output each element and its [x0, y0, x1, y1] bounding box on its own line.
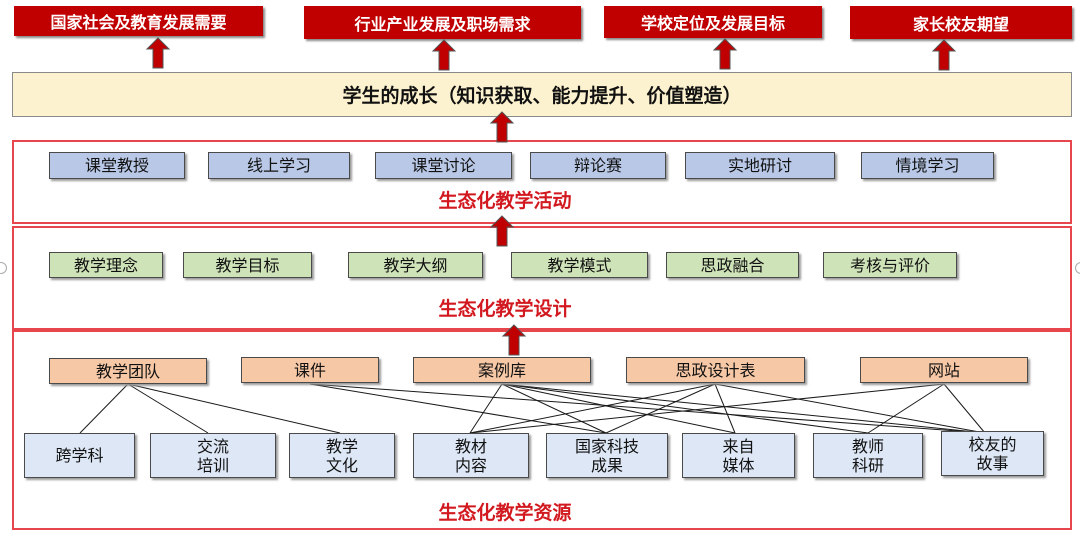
design-section	[12, 226, 1072, 330]
activity-label: 课堂讨论	[411, 156, 476, 175]
sub-resource-box: 教材内容	[413, 433, 529, 478]
resource-label: 课件	[293, 360, 326, 380]
student-growth-band: 学生的成长（知识获取、能力提升、价值塑造）	[12, 72, 1072, 117]
activity-box: 线上学习	[208, 152, 350, 179]
design-label: 教学目标	[215, 255, 280, 275]
growth-label: 学生的成长（知识获取、能力提升、价值塑造）	[342, 85, 742, 107]
resource-label: 教学团队	[95, 361, 160, 381]
design-label: 思政融合	[700, 255, 765, 275]
activity-box: 情境学习	[861, 152, 994, 179]
resources-title: 生态化教学资源	[438, 502, 572, 524]
design-label: 考核与评价	[849, 255, 930, 275]
sub-resource-line1: 校友的	[968, 434, 1017, 454]
resource-box: 思政设计表	[626, 357, 805, 383]
sub-resource-box: 交流培训	[150, 433, 276, 478]
goal-label: 行业产业发展及职场需求	[354, 14, 531, 34]
design-box: 思政融合	[666, 252, 799, 278]
sub-resource-box: 教师科研	[813, 433, 923, 478]
design-box: 教学大纲	[348, 252, 483, 278]
resource-box: 案例库	[413, 357, 591, 383]
goal-box-industry: 行业产业发展及职场需求	[304, 6, 581, 39]
design-label: 教学模式	[547, 255, 612, 275]
design-label: 教学理念	[73, 255, 138, 275]
sub-resource-line1: 交流	[196, 436, 229, 456]
sub-resource-line2: 故事	[976, 453, 1009, 473]
goal-label: 国家社会及教育发展需要	[50, 13, 227, 32]
sub-resource-line1: 来自	[722, 436, 755, 456]
activity-label: 课堂教授	[84, 156, 149, 175]
sub-resource-box: 来自媒体	[682, 433, 795, 478]
activity-label: 辩论赛	[573, 156, 622, 175]
sub-resource-line1: 国家科技	[574, 436, 639, 456]
sub-resource-line1: 跨学科	[55, 446, 104, 465]
goal-box-school: 学校定位及发展目标	[604, 6, 822, 38]
design-label: 教学大纲	[383, 255, 448, 275]
sub-resource-line1: 教学	[325, 436, 358, 456]
sub-resource-line2: 培训	[196, 455, 229, 475]
design-box: 教学目标	[183, 252, 312, 278]
design-box: 教学理念	[49, 252, 163, 278]
goal-box-parents: 家长校友期望	[850, 6, 1072, 39]
activity-box: 课堂讨论	[375, 152, 512, 179]
resource-label: 案例库	[477, 360, 526, 380]
resource-box: 教学团队	[49, 358, 207, 384]
sub-resource-box: 校友的故事	[941, 431, 1044, 476]
activity-box: 辩论赛	[530, 152, 666, 179]
sub-resource-line2: 媒体	[722, 455, 755, 475]
sub-resource-line2: 科研	[851, 455, 884, 475]
resource-box: 网站	[860, 357, 1028, 383]
activities-title: 生态化教学活动	[438, 190, 572, 212]
sub-resource-line1: 教材	[454, 436, 487, 456]
design-title: 生态化教学设计	[438, 298, 572, 320]
sub-resource-line2: 文化	[325, 455, 358, 475]
sub-resource-line2: 成果	[590, 455, 623, 475]
activity-label: 实地研讨	[727, 156, 792, 175]
sub-resource-line2: 内容	[454, 455, 487, 475]
sub-resource-box: 教学文化	[289, 433, 395, 478]
activity-box: 实地研讨	[685, 152, 835, 179]
design-box: 教学模式	[511, 252, 648, 278]
goal-label: 家长校友期望	[912, 14, 1009, 34]
activity-box: 课堂教授	[49, 152, 185, 179]
resource-label: 网站	[927, 360, 960, 380]
resource-label: 思政设计表	[675, 360, 756, 380]
sub-resource-line1: 教师	[851, 436, 884, 456]
design-box: 考核与评价	[823, 252, 957, 278]
sub-resource-box: 国家科技成果	[546, 433, 668, 478]
activity-label: 线上学习	[246, 156, 311, 175]
goal-box-national: 国家社会及教育发展需要	[14, 6, 263, 36]
sub-resource-box: 跨学科	[24, 433, 135, 478]
resource-box: 课件	[241, 357, 379, 383]
goal-label: 学校定位及发展目标	[640, 14, 785, 33]
activity-label: 情境学习	[895, 156, 960, 175]
